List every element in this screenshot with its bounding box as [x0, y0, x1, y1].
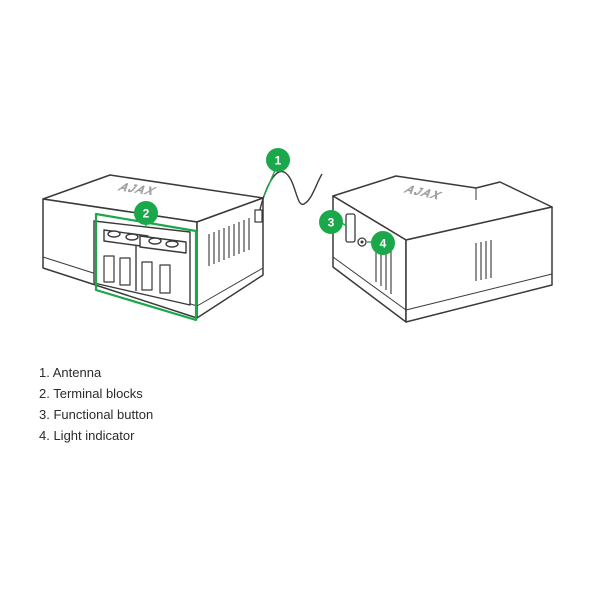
antenna — [257, 170, 323, 219]
legend-item-antenna: 1. Antenna — [39, 365, 102, 380]
marker-1: 1 — [266, 148, 290, 172]
legend-list: 1. Antenna 2. Terminal blocks 3. Functio… — [39, 362, 153, 446]
functional-button — [345, 213, 356, 243]
marker-4-circle — [371, 231, 395, 255]
left-device-logo: AJAX — [116, 181, 160, 198]
marker-1-circle — [266, 148, 290, 172]
marker-1-number: 1 — [275, 154, 282, 168]
left-device-vents — [208, 218, 250, 266]
marker-2: 2 — [134, 201, 158, 225]
terminal-blocks-highlight — [94, 212, 198, 322]
legend-item-functional-button: 3. Functional button — [39, 407, 154, 422]
marker-3-number: 3 — [328, 216, 335, 230]
marker-3: 3 — [319, 210, 348, 234]
right-device — [332, 175, 553, 323]
marker-3-circle — [319, 210, 343, 234]
marker-4: 4 — [367, 231, 395, 255]
marker-4-number: 4 — [380, 237, 387, 251]
antenna-base — [254, 209, 263, 223]
legend-item-terminal-blocks: 2. Terminal blocks — [39, 386, 143, 401]
marker-2-circle — [134, 201, 158, 225]
terminal-blocks — [93, 220, 191, 306]
right-device-front-vents — [475, 240, 492, 281]
legend-item-light-indicator: 4. Light indicator — [39, 428, 135, 443]
device-diagram: AJAX — [42, 148, 553, 323]
marker-2-number: 2 — [143, 207, 150, 221]
right-device-front-face — [405, 206, 553, 323]
